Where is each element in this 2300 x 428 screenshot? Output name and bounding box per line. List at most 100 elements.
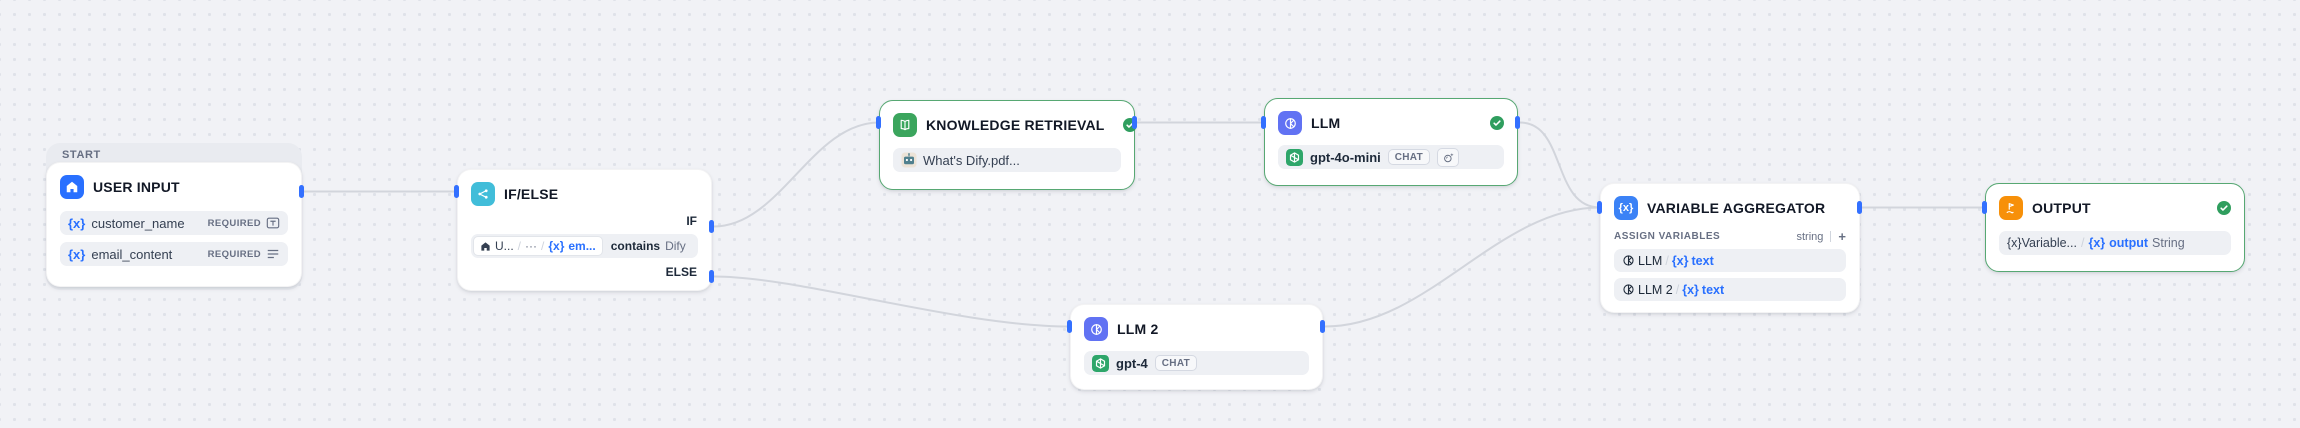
model-row[interactable]: gpt-4 CHAT [1084, 351, 1309, 375]
condition-source: U... [495, 239, 514, 253]
variable-name: output [2109, 236, 2149, 250]
circle-model-icon [1084, 317, 1108, 341]
circle-model-icon [1278, 111, 1302, 135]
check-circle-icon [2217, 201, 2231, 215]
condition-value: Dify [665, 239, 686, 253]
handle-llm-out[interactable] [1515, 116, 1520, 129]
node-title: LLM [1311, 115, 1341, 131]
node-variable-aggregator[interactable]: {x} VARIABLE AGGREGATOR ASSIGN VARIABLES… [1600, 183, 1860, 313]
condition-operator: contains [610, 239, 661, 253]
input-field-row[interactable]: {x} customer_name REQUIRED [60, 211, 288, 235]
flag-icon [1999, 196, 2023, 220]
text-input-icon [266, 217, 280, 229]
branch-icon [471, 182, 495, 206]
field-name: email_content [91, 246, 173, 262]
variable-name: text [1701, 282, 1725, 297]
check-circle-icon [1490, 116, 1504, 130]
edge-llm2-aggregator[interactable] [1324, 206, 1601, 328]
section-label: ASSIGN VARIABLES [1614, 231, 1721, 242]
node-title: OUTPUT [2032, 200, 2091, 216]
llm-2-header: LLM 2 [1071, 305, 1322, 341]
variable-name: text [1691, 253, 1714, 268]
variable-token: {x} [2007, 236, 2022, 250]
node-knowledge-retrieval[interactable]: KNOWLEDGE RETRIEVAL What's Dify.pdf... [879, 100, 1137, 190]
handle-else-out[interactable] [709, 270, 714, 283]
variable-token: {x} [1682, 282, 1699, 297]
paragraph-icon [267, 249, 279, 259]
llm-header: LLM [1265, 99, 1517, 135]
node-llm[interactable]: LLM gpt-4o-mini CHAT [1264, 98, 1518, 186]
handle-ifelse-in[interactable] [454, 185, 459, 198]
required-badge: REQUIRED [207, 248, 261, 260]
variable-token: {x} [68, 246, 86, 262]
field-name: customer_name [91, 215, 185, 231]
source-node-name: Variable... [2021, 236, 2077, 250]
knowledge-retrieval-header: KNOWLEDGE RETRIEVAL [880, 101, 1137, 137]
node-title: LLM 2 [1117, 321, 1159, 337]
mode-badge: CHAT [1154, 355, 1198, 371]
book-icon [893, 113, 917, 137]
braces-x-icon: {x} [1614, 196, 1638, 220]
variable-aggregator-header: {x} VARIABLE AGGREGATOR [1601, 184, 1859, 220]
assign-variables-section: ASSIGN VARIABLES string + [1614, 230, 1846, 243]
node-if-else[interactable]: IF/ELSE IF U... / ··· / {x}em... contain… [457, 169, 712, 291]
node-output[interactable]: OUTPUT {x}Variable... / {x}output String [1985, 183, 2245, 272]
edge-if-knowledge[interactable] [713, 121, 880, 228]
condition-row[interactable]: U... / ··· / {x}em... contains Dify [471, 234, 698, 258]
edge-else-llm2[interactable] [713, 275, 1071, 328]
node-title: KNOWLEDGE RETRIEVAL [926, 117, 1105, 133]
robot-doc-icon [901, 152, 917, 168]
handle-aggregator-out[interactable] [1857, 201, 1862, 214]
openai-icon [1286, 148, 1303, 166]
aggregated-variable-row[interactable]: LLM 2 / {x}text [1614, 278, 1846, 301]
variable-token: {x} [2088, 236, 2106, 250]
variable-token: {x} [68, 215, 86, 231]
node-title: IF/ELSE [504, 186, 559, 202]
handle-aggregator-in[interactable] [1597, 201, 1602, 214]
source-node-name: LLM 2 [1638, 282, 1673, 297]
llm-node-ref-icon [1623, 255, 1634, 266]
model-name: gpt-4o-mini [1310, 149, 1381, 165]
model-row[interactable]: gpt-4o-mini CHAT [1278, 145, 1504, 169]
input-field-row[interactable]: {x} email_content REQUIRED [60, 242, 288, 266]
handle-knowledge-in[interactable] [876, 116, 881, 129]
aggregated-variable-row[interactable]: LLM / {x}text [1614, 249, 1846, 272]
required-badge: REQUIRED [207, 217, 261, 229]
node-user-input[interactable]: USER INPUT {x} customer_name REQUIRED {x… [46, 162, 302, 287]
home-icon [481, 241, 490, 251]
output-type: string [1796, 230, 1824, 243]
dataset-row[interactable]: What's Dify.pdf... [893, 148, 1121, 172]
path-ellipsis: ··· [525, 239, 538, 253]
node-title: USER INPUT [93, 179, 180, 195]
handle-output-in[interactable] [1982, 201, 1987, 214]
vision-sparkle-icon [1437, 147, 1459, 167]
handle-llm2-out[interactable] [1320, 320, 1325, 333]
else-branch-label: ELSE [665, 265, 697, 279]
mode-badge: CHAT [1387, 149, 1430, 165]
dataset-name: What's Dify.pdf... [923, 152, 1020, 168]
if-branch-label: IF [686, 214, 697, 228]
output-variable-row[interactable]: {x}Variable... / {x}output String [1999, 231, 2231, 255]
handle-llm-in[interactable] [1261, 116, 1266, 129]
source-node-name: LLM [1638, 253, 1663, 268]
handle-userinput-out[interactable] [299, 185, 304, 198]
node-llm-2[interactable]: LLM 2 gpt-4 CHAT [1070, 304, 1323, 390]
variable-token: {x} [548, 239, 565, 253]
condition-variable: em... [568, 239, 596, 253]
edge-llm-aggregator[interactable] [1519, 121, 1601, 209]
handle-knowledge-out[interactable] [1132, 116, 1137, 129]
output-header: OUTPUT [1986, 184, 2244, 220]
divider [1830, 231, 1832, 242]
variable-type: String [2152, 236, 2185, 250]
handle-if-out[interactable] [709, 220, 714, 233]
openai-icon [1092, 354, 1109, 372]
if-else-header: IF/ELSE [458, 170, 711, 206]
handle-llm2-in[interactable] [1067, 320, 1072, 333]
start-group-label: START [62, 149, 101, 161]
home-icon [60, 175, 84, 199]
user-input-header: USER INPUT [47, 163, 301, 199]
node-title: VARIABLE AGGREGATOR [1647, 200, 1826, 216]
add-variable-button[interactable]: + [1838, 229, 1846, 244]
